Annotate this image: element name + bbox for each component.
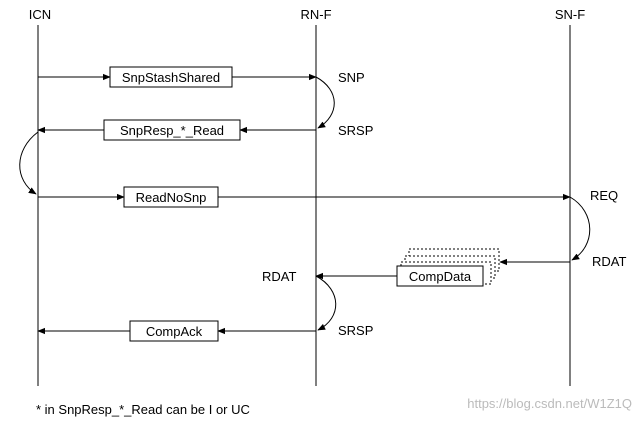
box-label-comp-data: CompData — [409, 269, 472, 284]
icn-curve — [19, 131, 39, 195]
box-label-read-no-snp: ReadNoSnp — [136, 190, 207, 205]
lane-label-icn: ICN — [29, 7, 51, 22]
box-comp-data — [396, 265, 484, 287]
label-rdat-sn: RDAT — [592, 254, 626, 269]
box-label-snp-stash-shared: SnpStashShared — [122, 70, 220, 85]
message-read-no-snp: ReadNoSnp — [38, 186, 571, 208]
lane-label-snf: SN-F — [555, 7, 585, 22]
snf-curve — [569, 196, 591, 261]
box-label-comp-ack: CompAck — [146, 324, 203, 339]
label-rdat-rn: RDAT — [262, 269, 296, 284]
box-snp-stash-shared — [109, 66, 233, 88]
lane-label-rnf: RN-F — [300, 7, 331, 22]
rnf-curve-1 — [315, 76, 335, 129]
rnf-curve-2 — [315, 275, 337, 331]
label-req: REQ — [590, 188, 618, 203]
label-srsp-1: SRSP — [338, 123, 373, 138]
message-snp-stash-shared: SnpStashShared — [38, 66, 317, 88]
label-srsp-2: SRSP — [338, 323, 373, 338]
footnote: * in SnpResp_*_Read can be I or UC — [36, 402, 250, 417]
box-comp-ack — [129, 320, 219, 342]
box-snp-resp-read — [103, 119, 241, 141]
message-snp-resp-read: SnpResp_*_Read — [37, 119, 316, 141]
box-read-no-snp — [123, 186, 219, 208]
message-comp-data: CompData — [315, 248, 570, 287]
box-label-snp-resp-read: SnpResp_*_Read — [120, 123, 224, 138]
watermark: https://blog.csdn.net/W1Z1Q — [467, 396, 632, 411]
label-snp: SNP — [338, 70, 365, 85]
message-comp-ack: CompAck — [37, 320, 316, 342]
